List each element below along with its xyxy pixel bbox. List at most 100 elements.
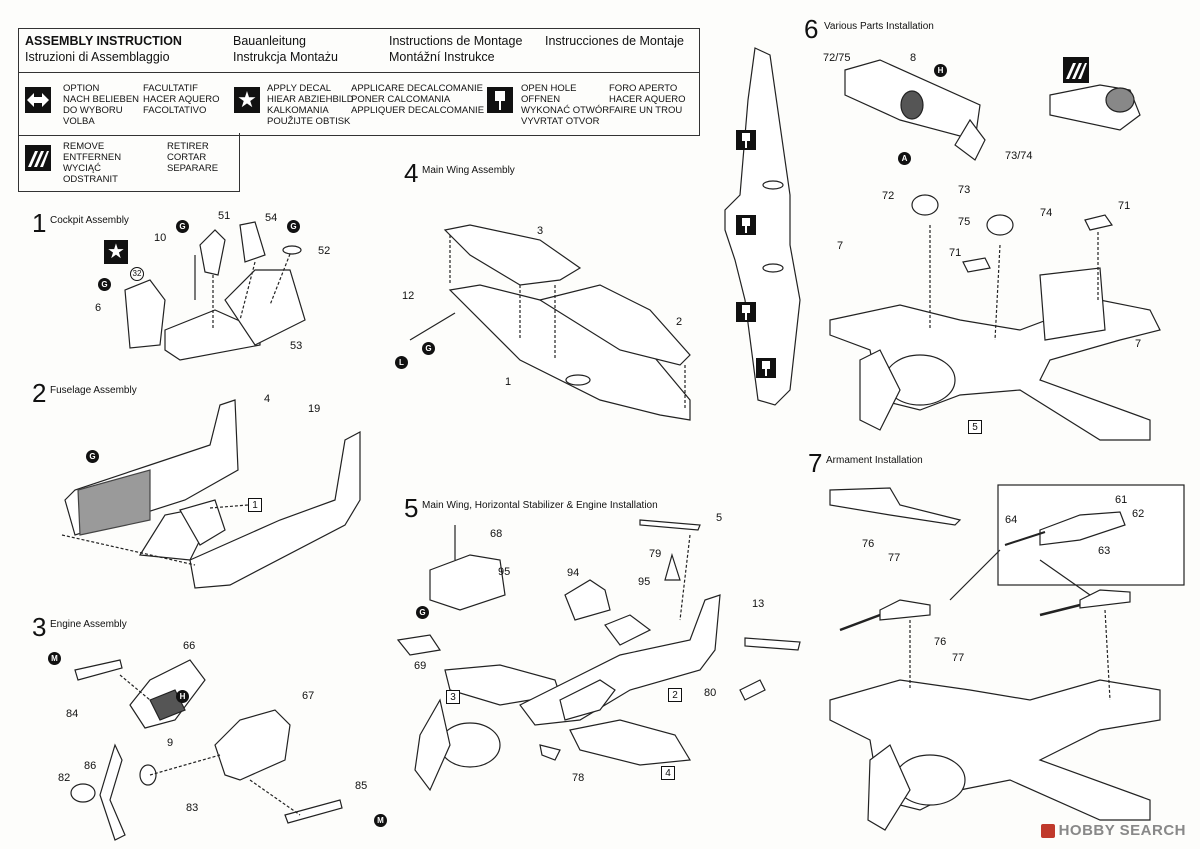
part-label-54: 54 [265,212,278,224]
part-label-78: 78 [572,772,585,784]
color-marker-g: G [287,220,300,233]
header-title-pl: Instrukcja Montażu [233,50,338,64]
star-icon: ★ [104,240,128,264]
drill-icon [736,215,756,235]
part-label-73: 73 [958,184,971,196]
part-label-2: 2 [676,316,683,328]
watermark: HOBBY SEARCH [1040,822,1186,839]
part-label-19: 19 [308,403,321,415]
step-title-various-parts: Various Parts Installation [824,21,934,32]
part-label-51: 51 [218,210,231,222]
subassembly-ref-4: 4 [661,766,675,780]
part-label-71: 71 [949,247,962,259]
step-title-armament: Armament Installation [826,455,923,466]
color-marker-g: G [86,450,99,463]
part-label-85: 85 [355,780,368,792]
header-title-de: Bauanleitung [233,34,306,48]
step-number-7: 7 [808,448,823,478]
color-marker-g: G [176,220,189,233]
header-title-cz: Montážní Instrukce [389,50,495,64]
color-marker-g: G [98,278,111,291]
part-label-72: 72 [882,190,895,202]
part-label-62: 62 [1132,508,1145,520]
part-label-3: 3 [537,225,544,237]
step-number-4: 4 [404,158,419,188]
legend-decal-text: APPLY DECAL HIEAR ABZIEHBILD KALKOMANIA … [267,83,354,127]
part-label-61: 61 [1115,494,1128,506]
step-number-2: 2 [32,378,47,408]
instruction-header: ASSEMBLY INSTRUCTION Istruzioni di Assem… [18,28,700,73]
subassembly-ref-1: 1 [248,498,262,512]
part-label-6: 6 [95,302,102,314]
color-marker-h: H [176,690,189,703]
part-label-80: 80 [704,687,717,699]
header-en: ASSEMBLY INSTRUCTION Istruzioni di Assem… [25,33,182,65]
part-label-7: 7 [1135,338,1142,350]
step-number-5: 5 [404,493,419,523]
star-icon: ★ [234,87,260,113]
part-label-74: 74 [1040,207,1053,219]
watermark-text: HOBBY SEARCH [1058,822,1186,839]
part-label-64: 64 [1005,514,1018,526]
part-label-4: 4 [264,393,271,405]
part-label-66: 66 [183,640,196,652]
part-label-69: 69 [414,660,427,672]
part-label-32: 32 [130,267,144,281]
part-label-72-75: 72/75 [823,52,851,64]
step-number-1: 1 [32,208,47,238]
symbol-legend-remove: REMOVE ENTFERNEN WYCIĄĆ ODSTRANIT RETIRE… [18,133,240,192]
part-label-82: 82 [58,772,71,784]
color-marker-m: M [374,814,387,827]
part-label-12: 12 [402,290,415,302]
part-label-1: 1 [505,376,512,388]
part-label-77: 77 [888,552,901,564]
legend-remove-text: REMOVE ENTFERNEN WYCIĄĆ ODSTRANIT [63,141,122,185]
drill-icon [756,358,776,378]
color-marker-g: G [422,342,435,355]
legend-remove-text-2: RETIRER CORTAR SEPARARE [167,141,219,174]
part-label-83: 83 [186,802,199,814]
part-label-63: 63 [1098,545,1111,557]
part-label-94: 94 [567,567,580,579]
color-marker-a: A [898,152,911,165]
part-label-68: 68 [490,528,503,540]
step-title-fuselage: Fuselage Assembly [50,385,137,396]
part-label-86: 86 [84,760,97,772]
cutter-icon [1063,57,1089,83]
part-label-8: 8 [910,52,917,64]
legend-hole-text-2: FORO APERTO HACER AQUERO FAIRE UN TROU [609,83,686,116]
part-label-77: 77 [952,652,965,664]
drill-icon [487,87,513,113]
part-label-5: 5 [716,512,723,524]
color-marker-l: L [395,356,408,369]
step-number-3: 3 [32,612,47,642]
part-label-52: 52 [318,245,331,257]
part-label-84: 84 [66,708,79,720]
logo-icon [1040,824,1055,839]
header-fr: Instructions de Montage Montážní Instruk… [389,33,522,65]
step-title-wing-stabilizer-engine: Main Wing, Horizontal Stabilizer & Engin… [422,500,658,511]
legend-decal-text-2: APPLICARE DECALCOMANIE PONER CALCOMANIA … [351,83,485,116]
header-es: Instrucciones de Montaje [545,33,684,49]
part-label-13: 13 [752,598,765,610]
legend-hole-text: OPEN HOLE OFFNEN WYKONAĆ OTWÓR VYVRTAT O… [521,83,610,127]
cutter-icon [25,145,51,171]
part-label-9: 9 [167,737,174,749]
part-label-79: 79 [649,548,662,560]
header-title-en: ASSEMBLY INSTRUCTION [25,34,182,48]
subassembly-ref-2: 2 [668,688,682,702]
legend-option-text-2: FACULTATIF HACER AQUERO FACOLTATIVO [143,83,220,116]
part-label-7: 7 [837,240,844,252]
part-label-95: 95 [498,566,511,578]
step-title-cockpit: Cockpit Assembly [50,215,129,226]
part-label-76: 76 [934,636,947,648]
header-title-fr: Instructions de Montage [389,34,523,48]
part-label-53: 53 [290,340,303,352]
part-label-71: 71 [1118,200,1131,212]
header-title-it: Istruzioni di Assemblaggio [25,50,170,64]
color-marker-m: M [48,652,61,665]
subassembly-ref-3: 3 [446,690,460,704]
step-title-engine: Engine Assembly [50,619,127,630]
drill-icon [736,302,756,322]
